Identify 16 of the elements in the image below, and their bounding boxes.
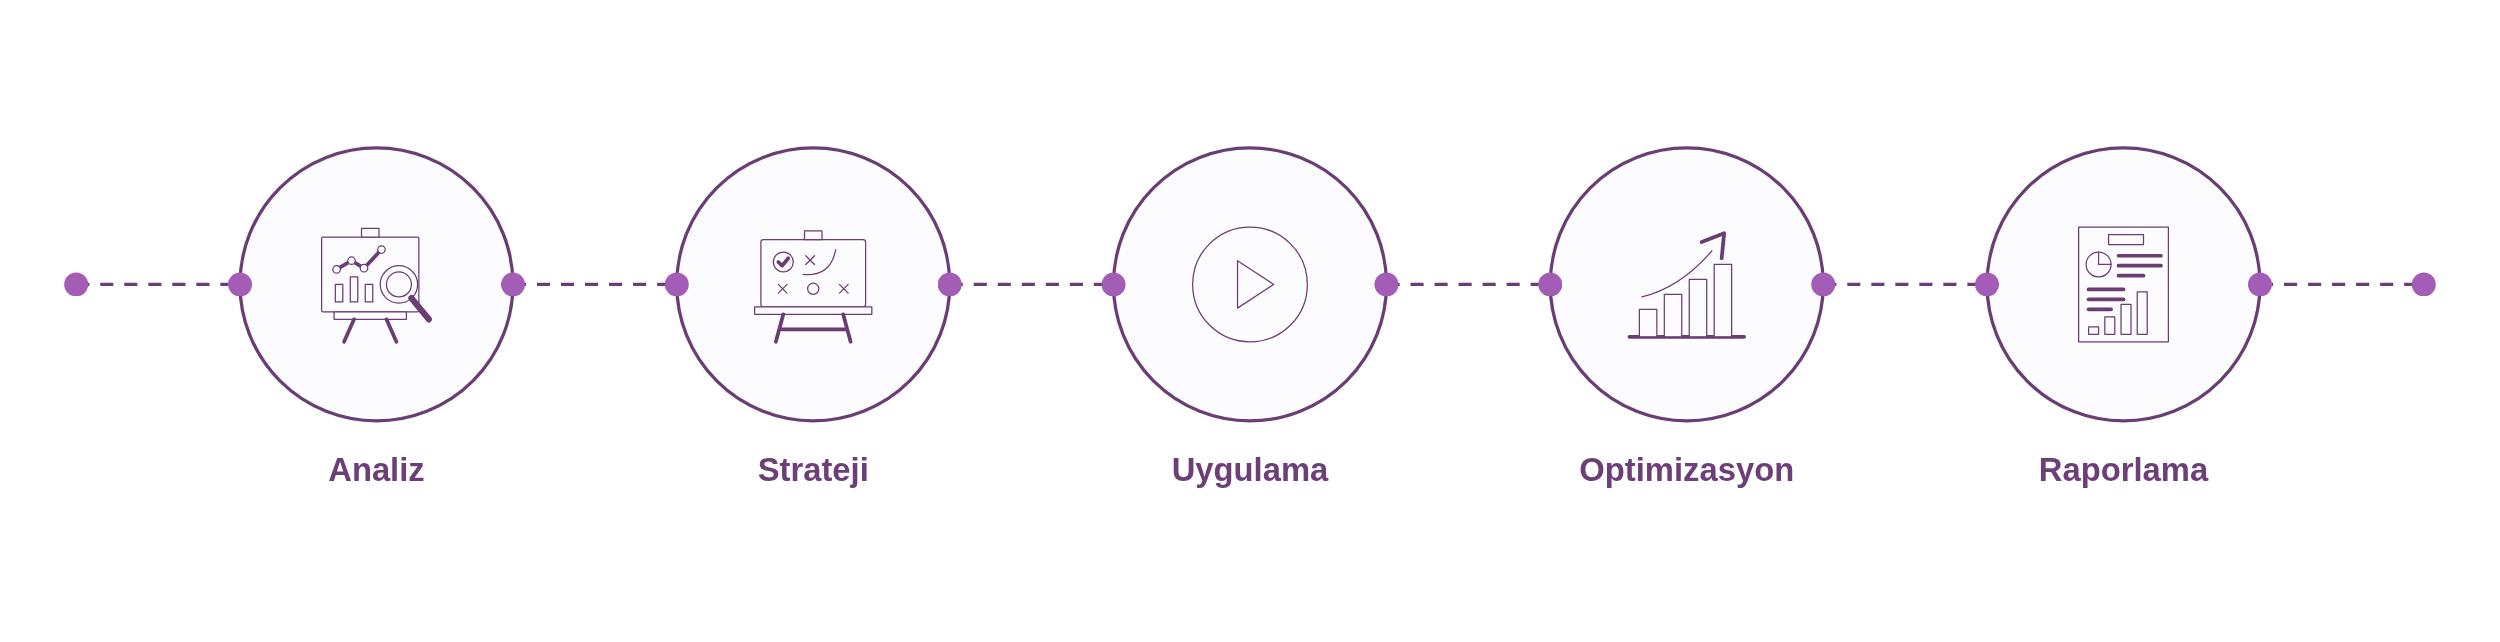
connector [937,272,1126,297]
node-circle [1985,146,2262,423]
connector [2248,272,2436,297]
connector [1811,272,2000,297]
connector [64,272,252,297]
node-circle [1548,146,1825,423]
connector [500,272,689,297]
step-title: Analiz [328,450,425,490]
step-title: Raporlama [2038,450,2209,490]
step-title: Strateji [757,450,869,490]
step-title: Optimizasyon [1579,450,1795,490]
node-circle [1111,146,1389,423]
node-circle [238,146,515,423]
connector [1374,272,1563,297]
node-circle [675,146,952,423]
step-title: Uygulama [1171,450,1329,490]
